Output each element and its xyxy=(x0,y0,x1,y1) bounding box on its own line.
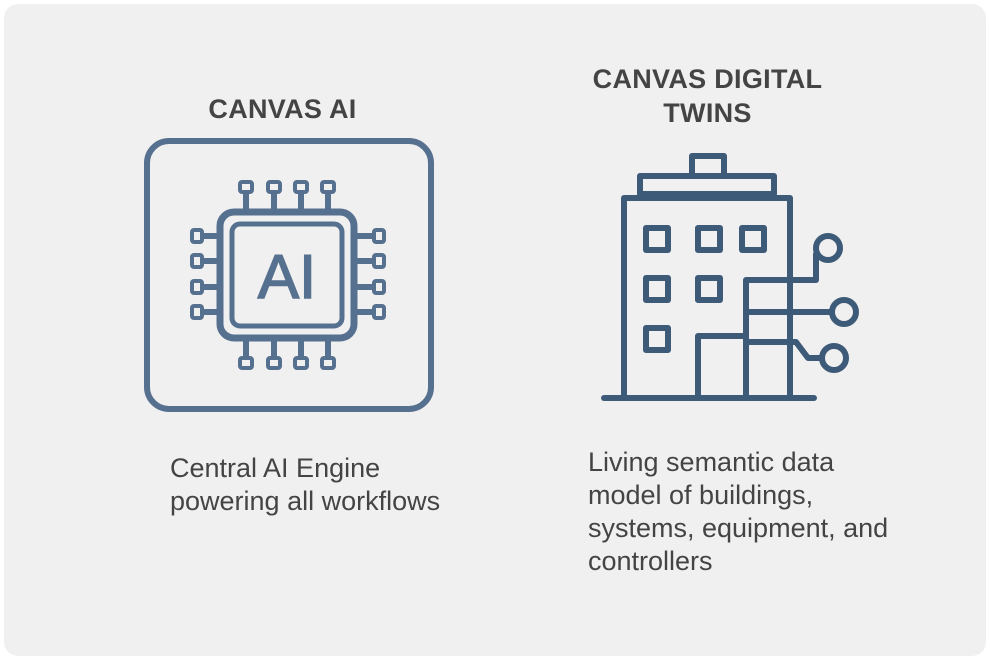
canvas-digital-twins-description: Living semantic data model of buildings,… xyxy=(588,446,888,578)
description-line: Living semantic data xyxy=(588,447,835,477)
ai-chip-label: AI xyxy=(258,243,317,312)
card-panel xyxy=(4,4,986,656)
ai-chip-icon: AI xyxy=(144,138,434,412)
title-line: CANVAS DIGITAL xyxy=(592,64,823,94)
description-line: powering all workflows xyxy=(170,486,441,516)
description-line: systems, equipment, and xyxy=(588,513,889,543)
description-line: controllers xyxy=(588,546,713,576)
canvas-ai-description: Central AI Engine powering all workflows xyxy=(170,452,440,518)
canvas-ai-title: CANVAS AI xyxy=(208,94,357,124)
description-line: model of buildings, xyxy=(588,480,814,510)
description-line: Central AI Engine xyxy=(170,453,381,483)
title-line: TWINS xyxy=(663,98,752,128)
digital-twin-building-icon xyxy=(601,153,859,401)
canvas-digital-twins-title: CANVAS DIGITAL TWINS xyxy=(570,62,845,130)
